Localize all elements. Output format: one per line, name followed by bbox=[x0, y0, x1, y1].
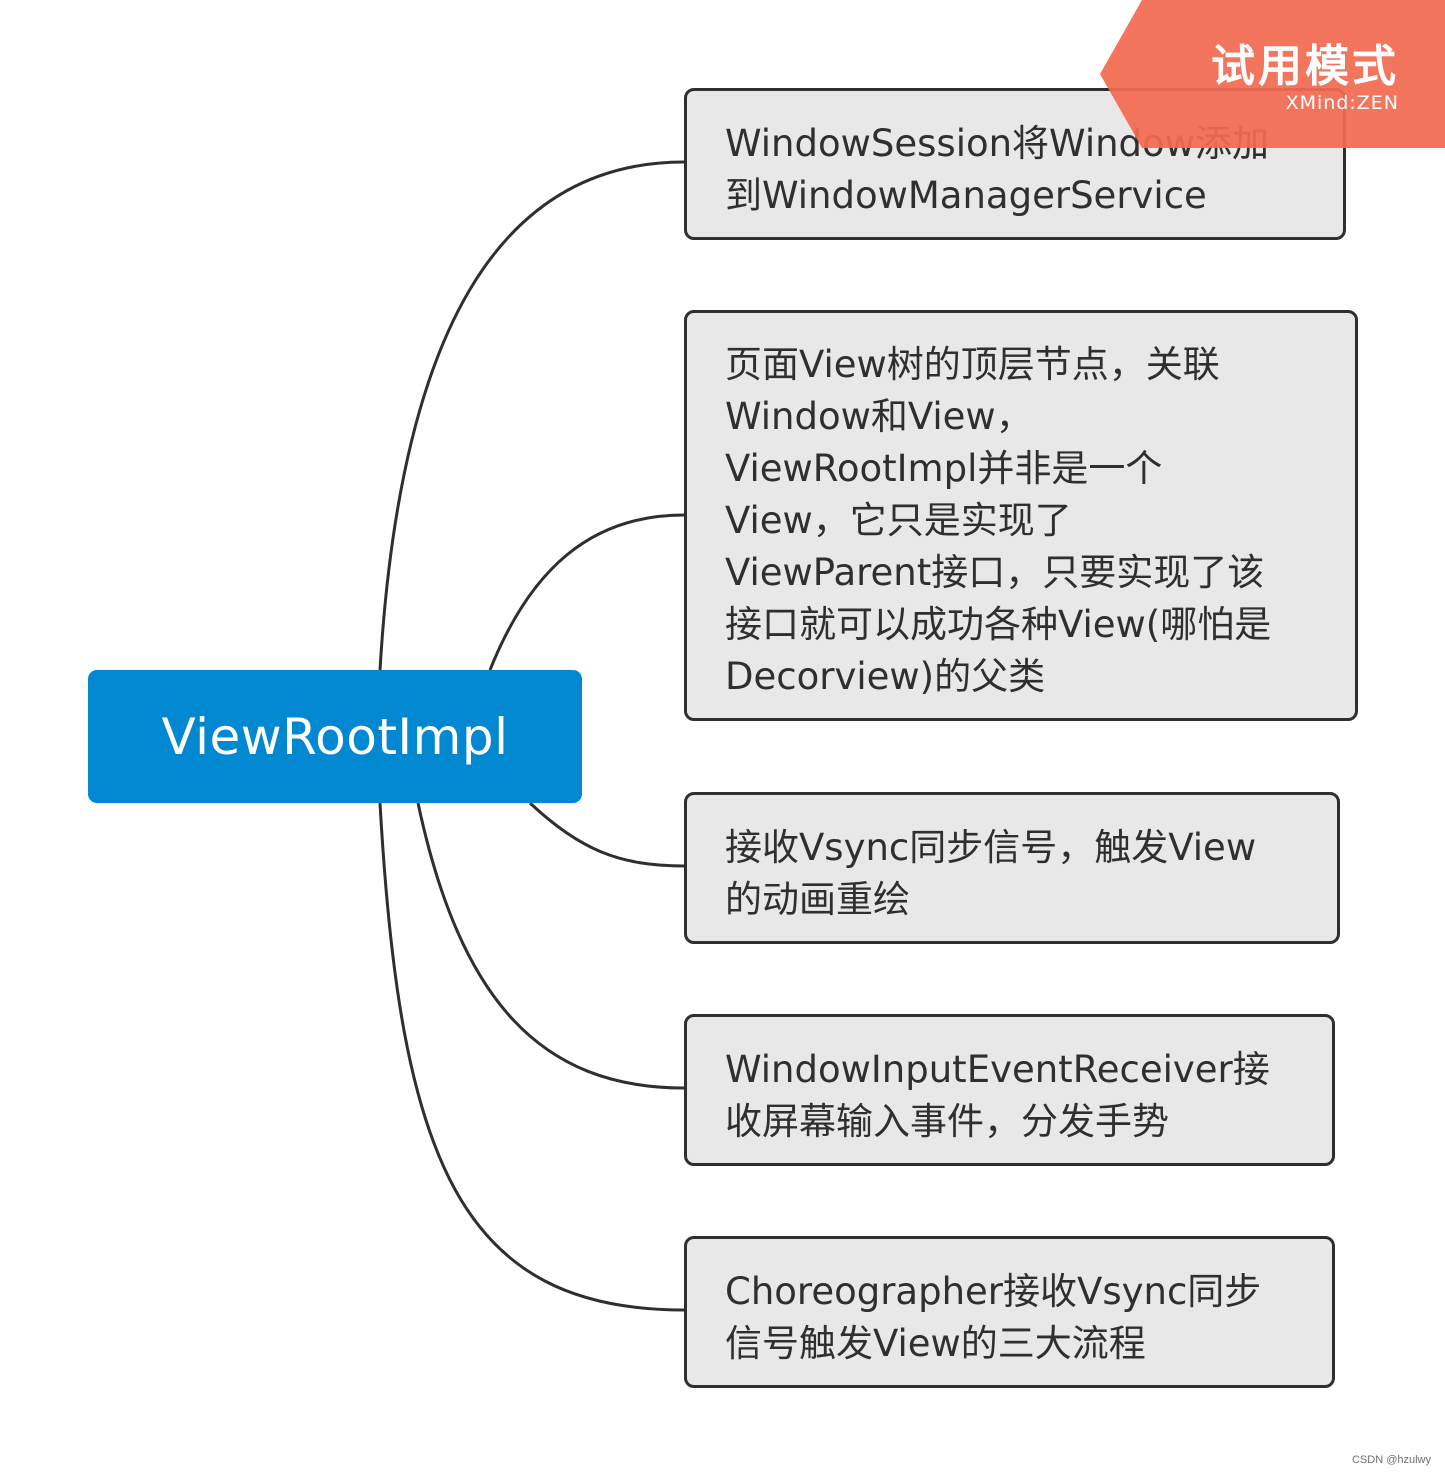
topic-input-event-receiver[interactable]: WindowInputEventReceiver接 收屏幕输入事件，分发手势 bbox=[684, 1014, 1335, 1166]
topic-line: 信号触发View的三大流程 bbox=[725, 1322, 1146, 1365]
connector-t2 bbox=[488, 513, 685, 671]
topic-line: 接口就可以成功各种View(哪怕是 bbox=[725, 603, 1272, 646]
topic-line: 页面View树的顶层节点，关联 bbox=[725, 343, 1220, 386]
topic-line: 收屏幕输入事件，分发手势 bbox=[725, 1100, 1169, 1143]
topic-line: 到WindowManagerService bbox=[725, 174, 1207, 217]
topic-line: Decorview)的父类 bbox=[725, 655, 1046, 698]
watermark-title: 试用模式 bbox=[1211, 41, 1399, 92]
footer-credit: CSDN @hzulwy bbox=[1351, 1454, 1431, 1466]
topic-line: WindowInputEventReceiver接 bbox=[725, 1048, 1270, 1091]
root-label: ViewRootImpl bbox=[161, 707, 509, 766]
connector-t4 bbox=[416, 802, 685, 1090]
connector-t1 bbox=[378, 160, 685, 671]
topic-window-session[interactable]: WindowSession将Window添加 到WindowManagerSer… bbox=[684, 88, 1346, 240]
topic-line: ViewParent接口，只要实现了该 bbox=[725, 551, 1265, 594]
topic-choreographer[interactable]: Choreographer接收Vsync同步 信号触发View的三大流程 bbox=[684, 1236, 1335, 1388]
topic-line: View，它只是实现了 bbox=[725, 499, 1072, 542]
topic-view-tree-root[interactable]: 页面View树的顶层节点，关联 Window和View， ViewRootImp… bbox=[684, 310, 1358, 721]
topic-line: 接收Vsync同步信号，触发View bbox=[725, 826, 1257, 869]
trial-mode-watermark: 试用模式 XMind:ZEN bbox=[1100, 0, 1445, 148]
topic-line: Choreographer接收Vsync同步 bbox=[725, 1270, 1262, 1313]
topic-line: ViewRootImpl并非是一个 bbox=[725, 447, 1163, 490]
watermark-badge-shape bbox=[1100, 0, 1445, 148]
connector-t5 bbox=[378, 802, 685, 1312]
topic-line: 的动画重绘 bbox=[725, 878, 910, 921]
root-node[interactable]: ViewRootImpl bbox=[88, 670, 582, 803]
topic-line: Window和View， bbox=[725, 395, 1033, 438]
watermark-brand: XMind:ZEN bbox=[1285, 92, 1399, 114]
topic-vsync-signal[interactable]: 接收Vsync同步信号，触发View 的动画重绘 bbox=[684, 792, 1340, 944]
connector-t3 bbox=[528, 801, 685, 868]
